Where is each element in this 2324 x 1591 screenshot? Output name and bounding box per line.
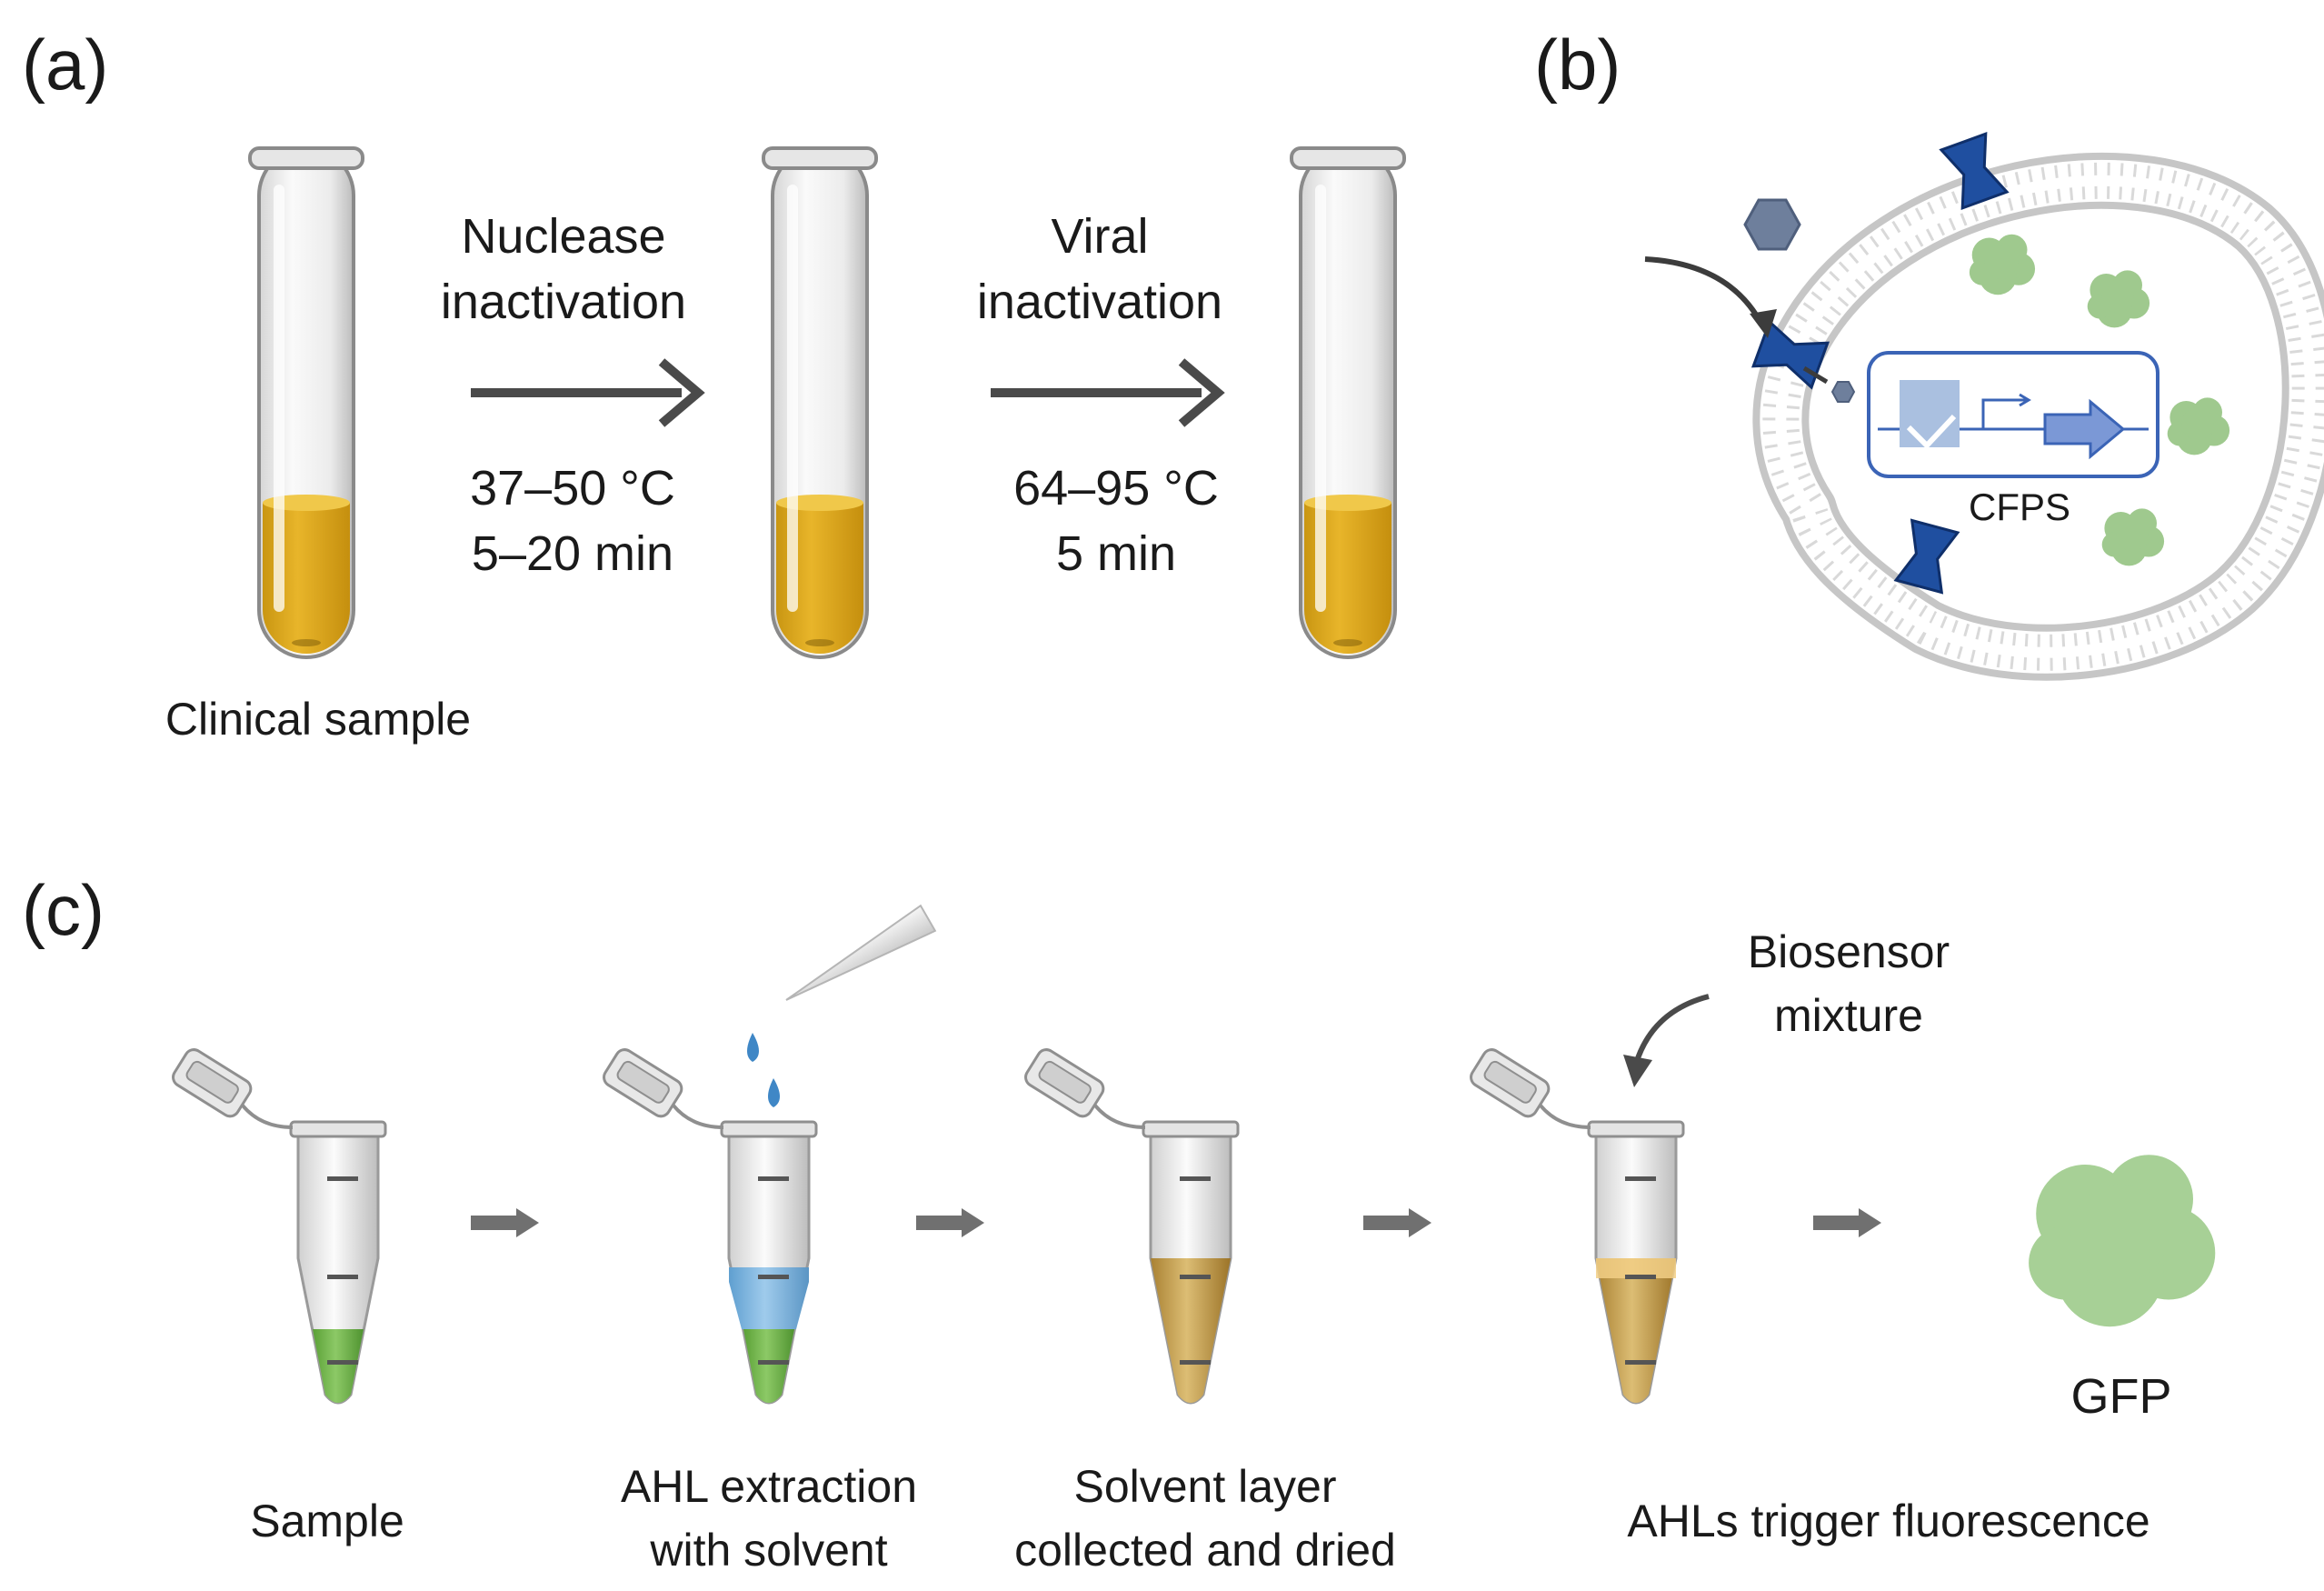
panel-a-label: (a) <box>22 25 108 105</box>
channel-arrow <box>1802 365 1829 385</box>
step2-time: 5 min <box>1056 526 1176 581</box>
arrow-c3 <box>1363 1208 1431 1237</box>
uptake-arrowhead <box>1750 309 1777 338</box>
panel-a: (a) Nuclease inactivation 37–50 °C 5–20 … <box>22 25 1406 745</box>
step2-label-line1: Viral <box>1051 209 1148 264</box>
biosensor-label-line2: mixture <box>1774 990 1923 1041</box>
arrow-c1 <box>471 1208 539 1237</box>
inducer-hexagon-small <box>1830 381 1856 403</box>
membrane-channel-bottom <box>1893 518 1960 595</box>
protein-blob-1 <box>1969 234 2036 295</box>
arrow-step2 <box>991 362 1218 424</box>
vesicle-membrane <box>1752 152 2324 681</box>
caption-sample: Sample <box>250 1496 404 1546</box>
biosensor-arrow <box>1633 994 1710 1065</box>
step1-label-line1: Nuclease <box>461 209 665 264</box>
clinical-sample-caption: Clinical sample <box>165 694 471 745</box>
step2-temp: 64–95 °C <box>1013 461 1219 515</box>
uptake-arrow <box>1644 256 1766 329</box>
protein-blob-4 <box>2101 508 2165 566</box>
biosensor-label-line1: Biosensor <box>1748 926 1950 977</box>
step1-time: 5–20 min <box>472 526 673 581</box>
caption-dried-line2: collected and dried <box>1014 1525 1396 1576</box>
membrane-channel-top <box>1939 131 2010 211</box>
gfp-label: GFP <box>2070 1369 2171 1424</box>
solvent-drop-1 <box>747 1033 759 1062</box>
inducer-hexagon-large <box>1743 198 1801 251</box>
panel-b-label: (b) <box>1534 25 1621 105</box>
eppendorf-tube-sample <box>167 1044 387 1405</box>
arrow-c4 <box>1813 1208 1881 1237</box>
eppendorf-tube-dried <box>1020 1044 1240 1405</box>
protein-blob-2 <box>2087 270 2150 328</box>
cfps-label: CFPS <box>1969 485 2070 528</box>
test-tube-2 <box>762 146 878 659</box>
test-tube-3 <box>1290 146 1406 659</box>
arrow-step1 <box>471 362 698 424</box>
step2-label-line2: inactivation <box>977 275 1222 329</box>
step1-temp: 37–50 °C <box>470 461 675 515</box>
eppendorf-tube-extraction <box>598 1044 818 1405</box>
test-tube-1 <box>248 146 364 659</box>
panel-b: (b) <box>1534 25 2324 681</box>
gene-circuit-icon <box>1878 380 2149 460</box>
gfp-protein <box>2029 1155 2216 1327</box>
arrow-c2 <box>916 1208 984 1237</box>
caption-extraction-line1: AHL extraction <box>621 1461 917 1512</box>
biosensor-arrowhead <box>1623 1055 1652 1087</box>
caption-dried-line1: Solvent layer <box>1073 1461 1336 1512</box>
caption-fluorescence: AHLs trigger fluorescence <box>1627 1496 2149 1546</box>
solvent-drop-2 <box>768 1078 780 1107</box>
pipette-tip <box>785 904 937 1001</box>
panel-c-label: (c) <box>22 870 105 950</box>
panel-c: (c) <box>22 870 2216 1576</box>
step1-label-line2: inactivation <box>441 275 686 329</box>
eppendorf-tube-biosensor <box>1465 1044 1685 1405</box>
caption-extraction-line2: with solvent <box>649 1525 887 1576</box>
protein-blob-3 <box>2167 397 2230 455</box>
